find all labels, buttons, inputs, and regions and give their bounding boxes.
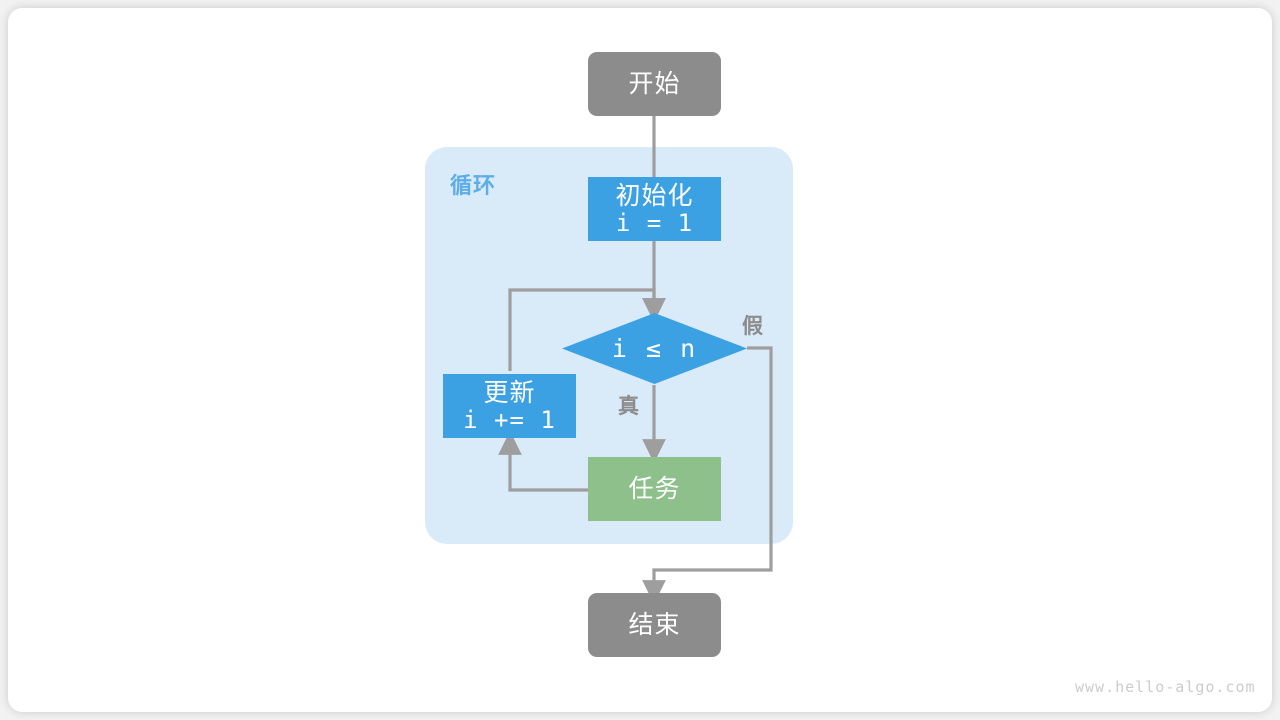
node-init[interactable]: 初始化 i = 1 (588, 177, 721, 241)
watermark: www.hello-algo.com (1075, 678, 1256, 696)
diagram-canvas: 循环 (8, 8, 1272, 712)
node-init-code: i = 1 (615, 208, 694, 237)
diagram-card: 循环 (8, 8, 1272, 712)
node-update-label: 更新 (483, 378, 536, 407)
edge-label-true: 真 (618, 395, 639, 418)
node-decision-label: i ≤ n (611, 334, 698, 363)
node-task[interactable]: 任务 (588, 457, 721, 521)
loop-group-label: 循环 (450, 173, 497, 198)
edge-label-false: 假 (742, 315, 763, 338)
node-update-code: i += 1 (463, 405, 556, 434)
node-task-label: 任务 (628, 475, 681, 503)
node-end-label: 结束 (628, 611, 681, 639)
node-init-label: 初始化 (615, 181, 694, 210)
node-start[interactable]: 开始 (588, 52, 721, 116)
node-update[interactable]: 更新 i += 1 (443, 374, 576, 438)
node-decision[interactable]: i ≤ n (562, 313, 747, 384)
node-end[interactable]: 结束 (588, 593, 721, 657)
node-start-label: 开始 (628, 70, 681, 98)
